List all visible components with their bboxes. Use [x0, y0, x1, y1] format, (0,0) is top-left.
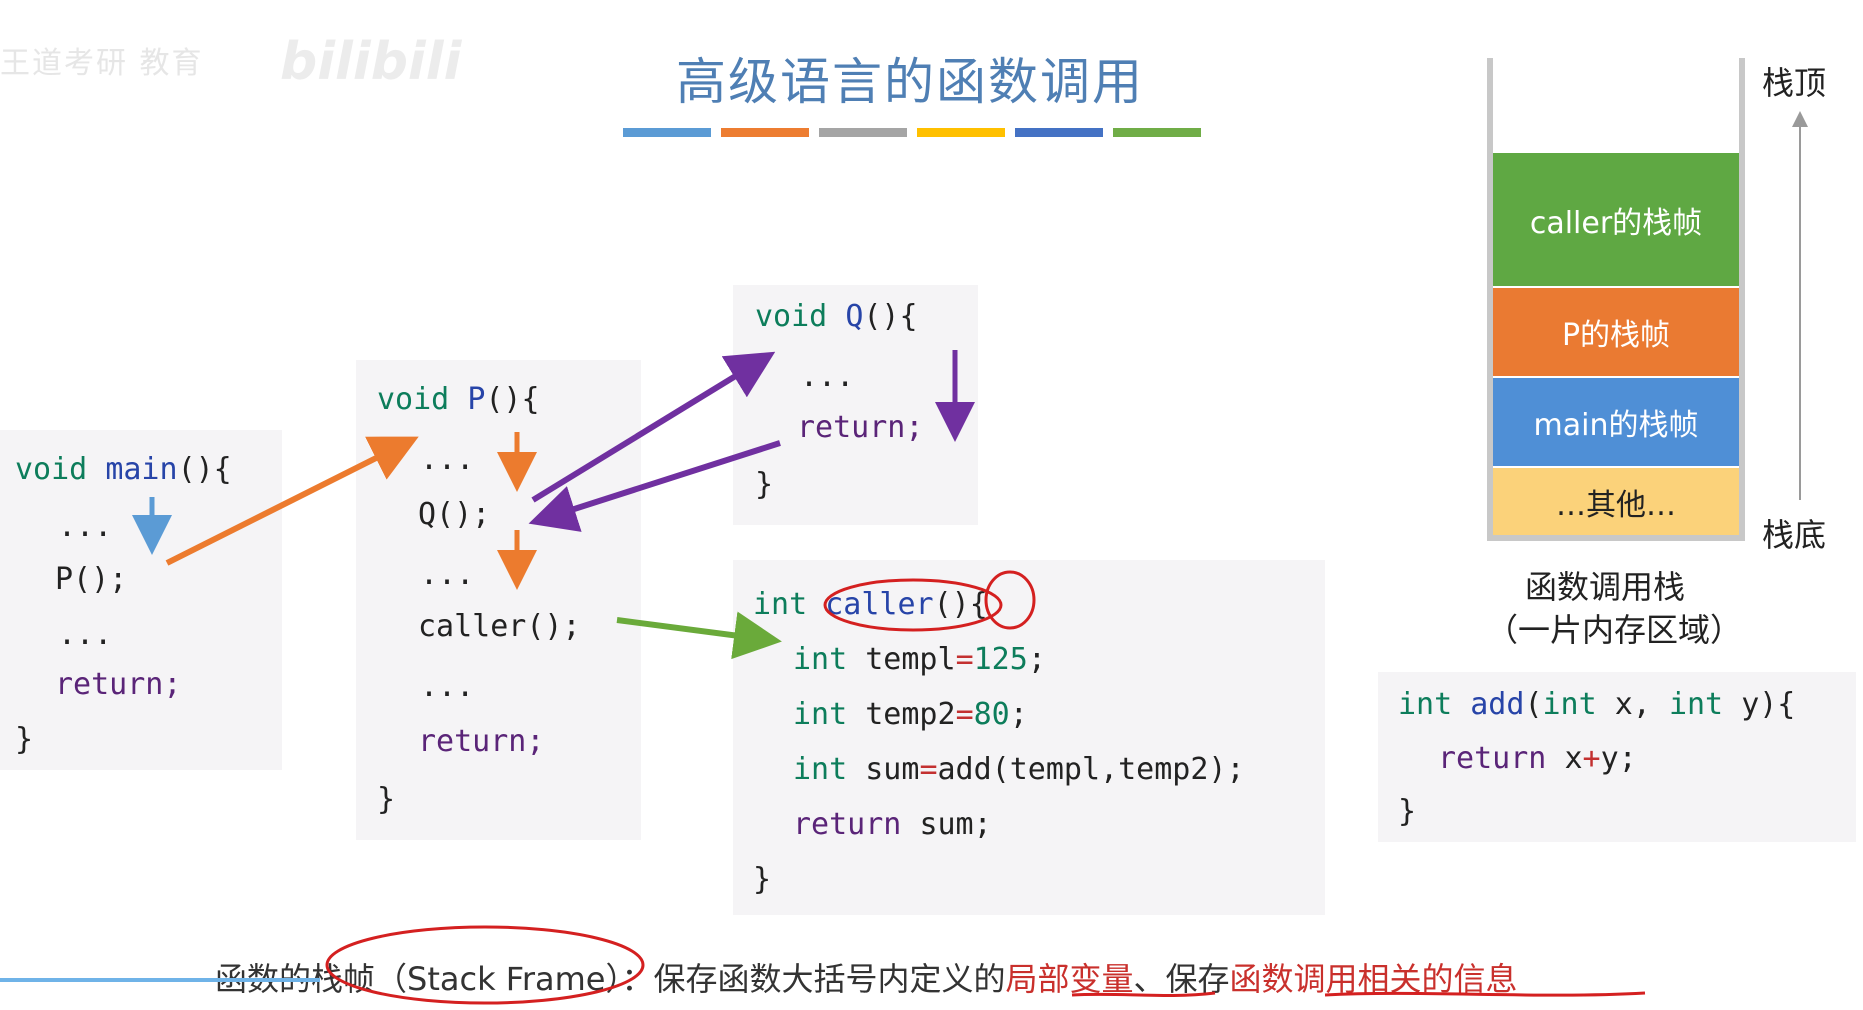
stack-bottom-wall [1487, 535, 1745, 541]
code-line: void main(){ [15, 452, 232, 487]
code-line: ... [420, 442, 475, 477]
code-line: Q(); [418, 497, 491, 532]
slide-title: 高级语言的函数调用 [676, 53, 1144, 111]
bilibili-logo: bilibili [280, 32, 462, 92]
stack-frame-other: …其他… [1493, 468, 1739, 535]
stack-frame-p: P的栈帧 [1493, 288, 1739, 376]
code-line: return sum; [793, 807, 992, 842]
code-line: } [377, 782, 396, 817]
code-line: } [1398, 794, 1417, 829]
code-line: ... [58, 509, 113, 544]
code-line: ... [420, 557, 475, 592]
watermark-text: 王道考研 教育 [0, 46, 204, 81]
title-bar-segment [721, 128, 809, 137]
title-bar-segment [623, 128, 711, 137]
stack-left-wall [1487, 58, 1493, 541]
p-code-box [356, 360, 641, 840]
title-bar-segment [1015, 128, 1103, 137]
code-line: } [755, 467, 774, 502]
code-line: ... [420, 669, 475, 704]
code-line: P(); [55, 562, 128, 597]
code-line: int add(int x, int y){ [1398, 687, 1796, 722]
title-bar-segment [917, 128, 1005, 137]
code-line: caller(); [418, 609, 581, 644]
code-line: ... [58, 617, 113, 652]
stack-caption: 函数调用栈 [1525, 568, 1686, 606]
code-line: int caller(){ [753, 587, 988, 622]
stack-bottom-label: 栈底 [1762, 516, 1827, 554]
title-bar-segment [819, 128, 907, 137]
stack-caption-sub: （一片内存区域） [1486, 611, 1743, 649]
code-line: } [753, 862, 772, 897]
code-line: int temp2=80; [793, 697, 1028, 732]
code-line: ... [800, 359, 855, 394]
code-line: } [15, 722, 34, 757]
code-line: return; [55, 667, 182, 702]
stack-frame-definition: 函数的栈帧（Stack Frame）：保存函数大括号内定义的局部变量、保存函数调… [215, 960, 1518, 998]
code-line: int templ=125; [793, 642, 1046, 677]
code-line: return; [797, 410, 924, 445]
title-bar-segment [1113, 128, 1201, 137]
code-line: void Q(){ [755, 299, 918, 334]
watermark: 王道考研 教育 bilibili [0, 30, 461, 92]
code-line: return x+y; [1438, 741, 1637, 776]
stack-frame-caller: caller的栈帧 [1493, 153, 1739, 286]
stack-right-wall [1739, 58, 1745, 541]
code-line: int sum=add(templ,temp2); [793, 752, 1245, 787]
stack-frame-main: main的栈帧 [1493, 378, 1739, 466]
stack-top-label: 栈顶 [1762, 64, 1827, 102]
code-line: void P(){ [377, 382, 540, 417]
add-code-box [1378, 672, 1856, 842]
code-line: return; [418, 724, 545, 759]
